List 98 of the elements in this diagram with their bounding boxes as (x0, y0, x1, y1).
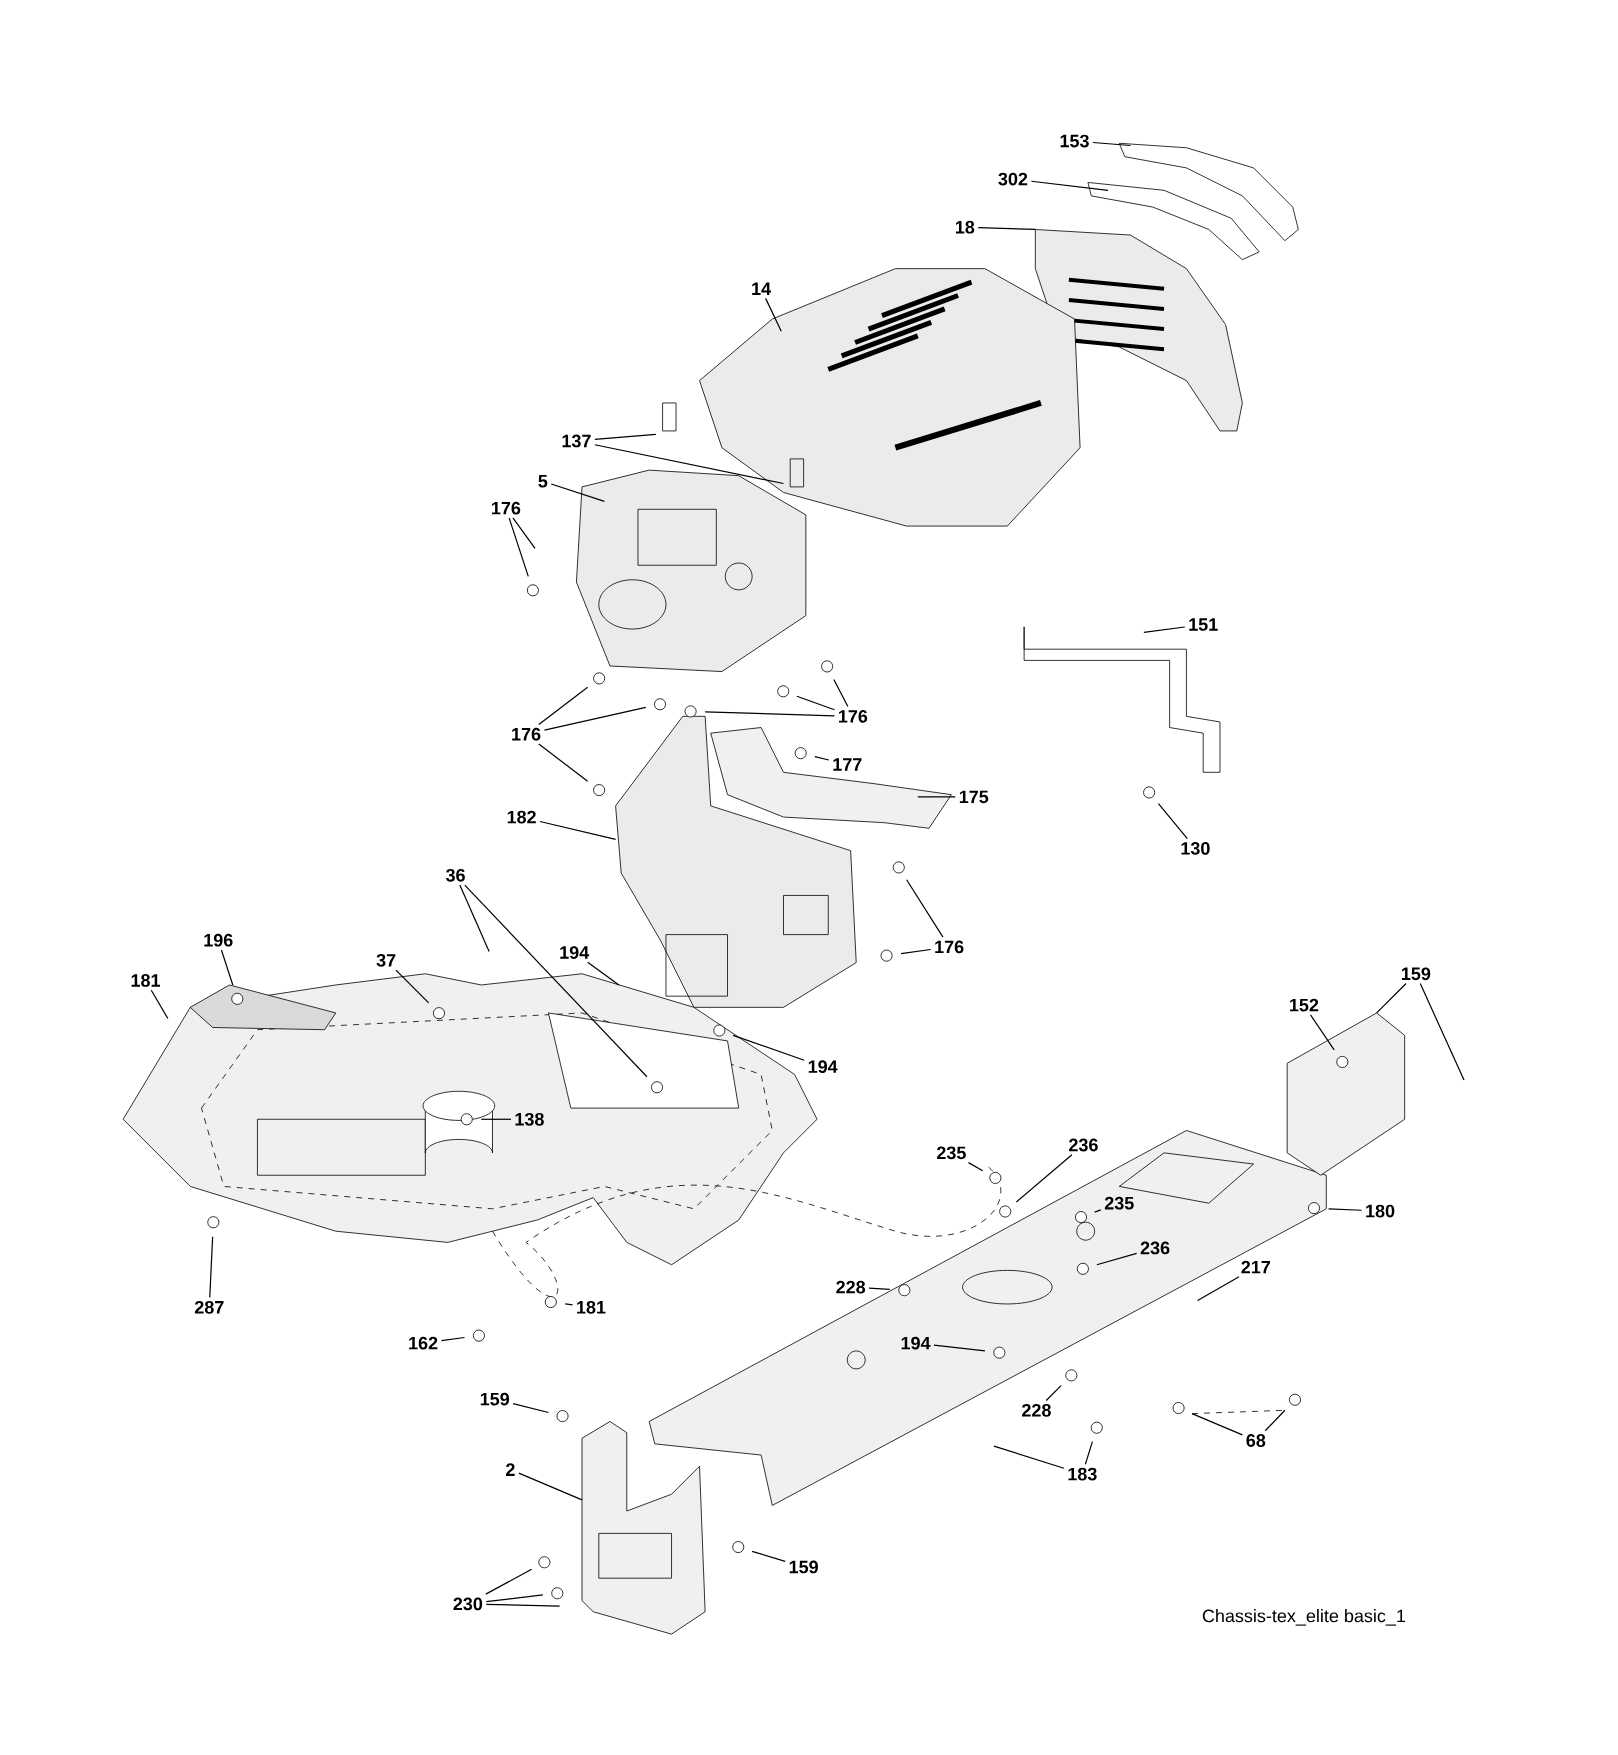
callout-number: 217 (1241, 1260, 1270, 1274)
callout-number: 68 (1246, 1434, 1266, 1447)
leader-line (485, 1594, 544, 1603)
leader-line (1191, 1413, 1243, 1436)
leader-line (751, 1550, 786, 1562)
callout-number: 176 (511, 727, 541, 741)
callout-number: 194 (560, 946, 589, 959)
leader-line (1030, 180, 1109, 191)
callout-number: 36 (445, 868, 465, 882)
leader-line (594, 433, 657, 441)
leader-line (508, 517, 529, 578)
leader-line (1309, 1014, 1335, 1051)
leader-line (796, 695, 835, 711)
leader-line (586, 961, 620, 986)
callout-number: 159 (789, 1560, 818, 1574)
callout-number: 177 (833, 758, 862, 771)
callout-number: 130 (1181, 842, 1210, 855)
leader-line (1015, 1154, 1073, 1203)
leader-line (543, 706, 647, 731)
leader-line (150, 989, 169, 1020)
leader-line (967, 1162, 984, 1172)
leader-line (1196, 1276, 1240, 1302)
leader-line (905, 879, 944, 938)
leader-line (208, 1236, 214, 1299)
callout-number: 176 (491, 501, 521, 515)
leader-line (704, 711, 835, 717)
callout-number: 182 (507, 810, 536, 824)
callout-number: 180 (1365, 1204, 1395, 1218)
callout-number: 194 (901, 1336, 931, 1350)
callout-number: 18 (955, 220, 975, 234)
leader-line (594, 444, 784, 485)
leader-line (480, 1118, 512, 1120)
callout-number: 194 (808, 1060, 838, 1074)
callout-number: 235 (936, 1146, 966, 1160)
leader-line (993, 1445, 1065, 1469)
leader-line (538, 743, 588, 782)
callout-number: 5 (538, 475, 548, 488)
callout-number: 176 (935, 940, 964, 954)
leader-line (814, 756, 830, 761)
callout-number: 183 (1068, 1467, 1097, 1481)
leader-line (512, 1403, 549, 1414)
leader-line (464, 884, 648, 1078)
leader-line (917, 796, 956, 798)
callout-number: 228 (836, 1280, 865, 1294)
callout-number: 236 (1068, 1138, 1098, 1152)
leader-line (732, 1034, 805, 1061)
callout-number: 235 (1104, 1196, 1134, 1210)
leader-line (517, 1472, 583, 1501)
leader-line (485, 1568, 533, 1595)
leader-line (764, 297, 782, 332)
leader-line (1157, 803, 1188, 840)
callout-number: 14 (752, 282, 771, 295)
leader-line (977, 227, 1036, 231)
leader-line (900, 948, 932, 955)
leader-line (440, 1336, 465, 1342)
callout-number: 175 (959, 790, 989, 804)
leader-line (395, 969, 430, 1004)
callout-number: 151 (1189, 618, 1218, 631)
leader-line (459, 884, 490, 952)
leader-line (220, 949, 234, 986)
leader-line (833, 678, 849, 708)
leader-line (868, 1287, 891, 1290)
leader-line (1375, 982, 1407, 1014)
callout-number: 159 (480, 1392, 509, 1406)
callout-number: 228 (1021, 1403, 1051, 1417)
callout-number: 153 (1060, 134, 1089, 148)
callout-number: 2 (505, 1463, 515, 1476)
callout-number: 176 (838, 709, 867, 723)
leader-line (1264, 1409, 1286, 1432)
leader-line (933, 1344, 986, 1352)
leader-line (564, 1303, 573, 1306)
callout-number: 230 (453, 1597, 482, 1611)
callout-number: 181 (131, 974, 160, 987)
leader-line (1093, 1209, 1102, 1213)
leader-line (512, 517, 536, 550)
callout-number: 162 (409, 1336, 438, 1350)
leader-line (538, 686, 588, 726)
leader-line (1084, 1441, 1093, 1465)
leader-line (1092, 141, 1131, 147)
leader-line (1096, 1252, 1138, 1266)
callout-number: 287 (194, 1300, 224, 1314)
callout-number: 181 (576, 1300, 606, 1314)
drawing-code: Chassis-tex_elite basic_1 (1202, 1609, 1405, 1626)
callout-number: 196 (204, 933, 233, 947)
callout-number: 37 (376, 953, 396, 967)
callout-number: 152 (1289, 998, 1318, 1012)
callout-number: 236 (1140, 1241, 1170, 1255)
leader-line (1045, 1385, 1062, 1402)
callout-number: 138 (515, 1112, 544, 1126)
callout-number: 137 (562, 434, 591, 448)
leader-line (1327, 1208, 1362, 1211)
leader-line (1143, 626, 1186, 633)
leader-line (1419, 982, 1465, 1081)
leader-line (539, 820, 616, 841)
callout-number: 302 (998, 172, 1027, 186)
callout-number: 159 (1401, 967, 1430, 981)
leader-line (485, 1603, 560, 1607)
leader-line (550, 483, 605, 503)
